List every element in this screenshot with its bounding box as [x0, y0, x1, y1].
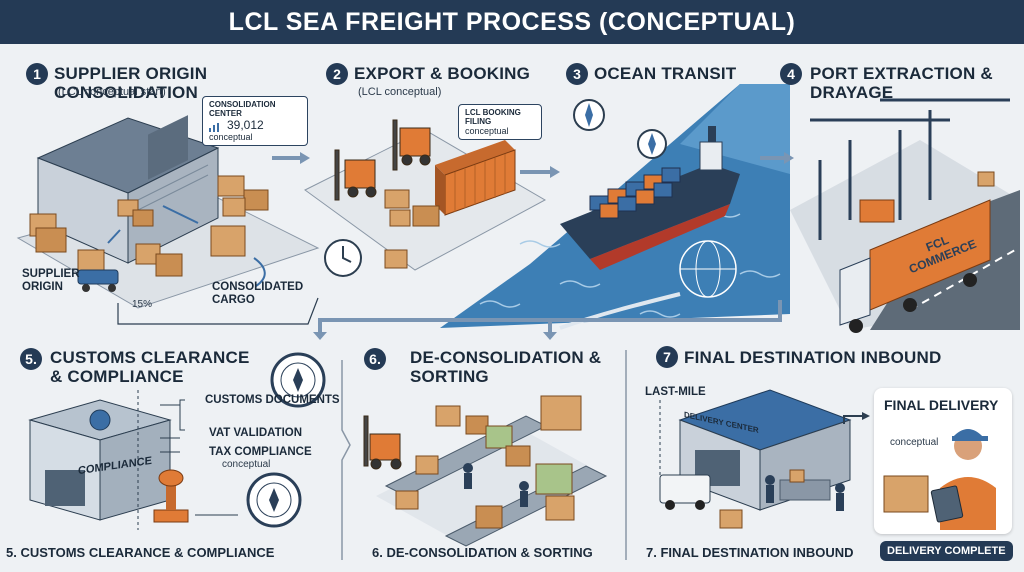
step-2-subtitle: (LCL conceptual): [358, 86, 442, 98]
callout-note: conceptual: [465, 126, 509, 136]
step-5-caption: 5. CUSTOMS CLEARANCE & COMPLIANCE: [6, 545, 275, 560]
sorting-illustration: [363, 395, 608, 547]
last-mile-label: LAST-MILE: [645, 386, 706, 398]
customs-illustration: [28, 390, 238, 530]
compass-icon: [573, 99, 605, 131]
arrow-right-icon: [843, 412, 870, 424]
step-4-badge: 4: [780, 63, 802, 85]
arrow-right-icon: [272, 152, 310, 164]
step-5-title: CUSTOMS CLEARANCE & COMPLIANCE: [50, 348, 250, 386]
port-illustration: [790, 98, 1020, 333]
step-1-title: SUPPLIER ORIGIN CONSOLIDATION: [54, 64, 208, 102]
delivery-complete-badge: DELIVERY COMPLETE: [880, 541, 1013, 561]
booking-filing-callout: LCL BOOKING FILING conceptual: [458, 104, 542, 140]
consolidation-center-callout: CONSOLIDATION CENTER 39,012 conceptual: [202, 96, 308, 146]
step-5-badge: 5.: [20, 348, 42, 370]
step-7-caption: 7. FINAL DESTINATION INBOUND: [646, 545, 854, 560]
customs-documents-label: CUSTOMS DOCUMENTS: [205, 394, 340, 406]
tax-compliance-label: TAX COMPLIANCE: [209, 446, 312, 458]
step-1-subtitle: (LCL conceptual start): [58, 86, 166, 98]
supplier-origin-label: SUPPLIER ORIGIN: [22, 268, 80, 293]
final-delivery-note: conceptual: [890, 437, 939, 448]
step-4-title: PORT EXTRACTION & DRAYAGE: [810, 64, 993, 102]
percent-label: 15%: [132, 299, 153, 310]
callout-title: CONSOLIDATION CENTER: [209, 100, 276, 118]
warehouse-illustration: [16, 115, 320, 325]
flow-connector: [313, 300, 782, 340]
arrow-right-icon: [520, 166, 560, 178]
step-6-caption: 6. DE-CONSOLIDATION & SORTING: [372, 545, 593, 560]
seal-icon: [246, 472, 302, 528]
step-2-title: EXPORT & BOOKING: [354, 64, 531, 83]
step-6-badge: 6.: [364, 348, 386, 370]
vat-validation-label: VAT VALIDATION: [209, 427, 303, 439]
consolidated-cargo-label: CONSOLIDATED CARGO: [212, 281, 304, 306]
compass-icon: [637, 129, 667, 159]
arrow-right-icon: [760, 152, 794, 164]
ocean-illustration: [440, 84, 790, 330]
callout-value: 39,012: [227, 118, 264, 132]
courier-illustration: [883, 429, 996, 530]
bar-chart-icon: [209, 123, 219, 132]
step-3-title: OCEAN TRANSIT: [594, 64, 737, 83]
callout-title: LCL BOOKING FILING: [465, 108, 521, 126]
step-6-title: DE-CONSOLIDATION & SORTING: [410, 348, 602, 386]
divider: [341, 360, 351, 560]
step-1-badge: 1: [26, 63, 48, 85]
step-7-badge: 7: [656, 346, 678, 368]
final-delivery-title: FINAL DELIVERY: [884, 397, 999, 413]
delivery-center-illustration: [659, 389, 852, 529]
divider: [625, 350, 627, 560]
customs-note: conceptual: [222, 459, 271, 470]
callout-note: conceptual: [209, 132, 253, 142]
step-7-title: FINAL DESTINATION INBOUND: [684, 348, 942, 367]
seal-icon: [270, 352, 326, 408]
step-2-badge: 2: [326, 63, 348, 85]
page-title: LCL SEA FREIGHT PROCESS (CONCEPTUAL): [0, 0, 1024, 44]
step-3-badge: 3: [566, 63, 588, 85]
export-booking-illustration: [304, 119, 547, 277]
